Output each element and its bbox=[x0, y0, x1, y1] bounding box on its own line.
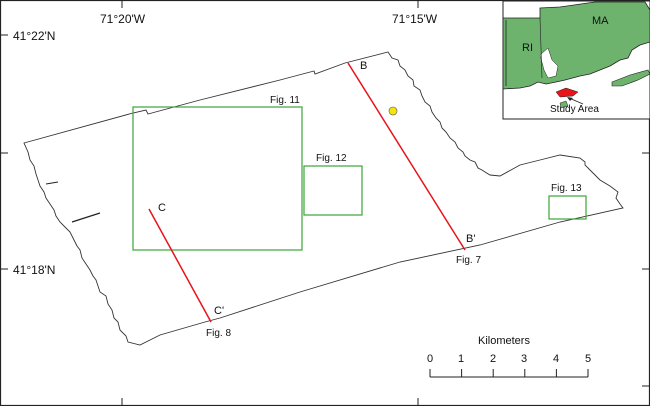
fig-11-box[interactable] bbox=[132, 106, 303, 251]
inset-label-ma: MA bbox=[592, 15, 609, 27]
inset-map bbox=[502, 0, 650, 120]
profile-b-start-label: B bbox=[360, 60, 368, 72]
lon-label-71-15: 71°15'W bbox=[392, 12, 438, 26]
profile-line-c[interactable] bbox=[148, 208, 212, 323]
outline-spur bbox=[71, 212, 101, 223]
scale-bar bbox=[429, 369, 589, 378]
fig-8-label: Fig. 8 bbox=[206, 328, 232, 339]
fig-13-label: Fig. 13 bbox=[551, 183, 582, 194]
fig-12-box[interactable] bbox=[303, 165, 363, 216]
fig-13-box[interactable] bbox=[548, 195, 587, 220]
profile-c-start-label: C bbox=[158, 202, 166, 214]
survey-area-outline bbox=[23, 51, 624, 346]
location-marker[interactable] bbox=[388, 106, 398, 116]
lon-label-71-20: 71°20'W bbox=[100, 12, 146, 26]
outline-spur bbox=[45, 181, 59, 185]
profile-c-end-label: C' bbox=[214, 305, 225, 317]
fig-12-label: Fig. 12 bbox=[316, 153, 347, 164]
fig-7-label: Fig. 7 bbox=[456, 255, 482, 266]
scale-tick-0: 0 bbox=[427, 353, 434, 365]
scale-tick-3: 3 bbox=[521, 353, 528, 365]
scale-tick-5: 5 bbox=[585, 353, 592, 365]
scale-bar-title: Kilometers bbox=[478, 335, 530, 347]
lat-label-41-22: 41°22'N bbox=[13, 29, 56, 43]
inset-label-study-area: Study Area bbox=[550, 104, 599, 115]
scale-tick-1: 1 bbox=[458, 353, 465, 365]
inset-label-ri: RI bbox=[522, 42, 533, 54]
scale-tick-4: 4 bbox=[553, 353, 560, 365]
lat-label-41-18: 41°18'N bbox=[13, 263, 56, 277]
profile-b-end-label: B' bbox=[466, 233, 476, 245]
fig-11-label: Fig. 11 bbox=[270, 95, 300, 106]
scale-tick-2: 2 bbox=[490, 353, 497, 365]
inset-land bbox=[502, 1, 650, 90]
profile-line-b[interactable] bbox=[347, 62, 466, 251]
